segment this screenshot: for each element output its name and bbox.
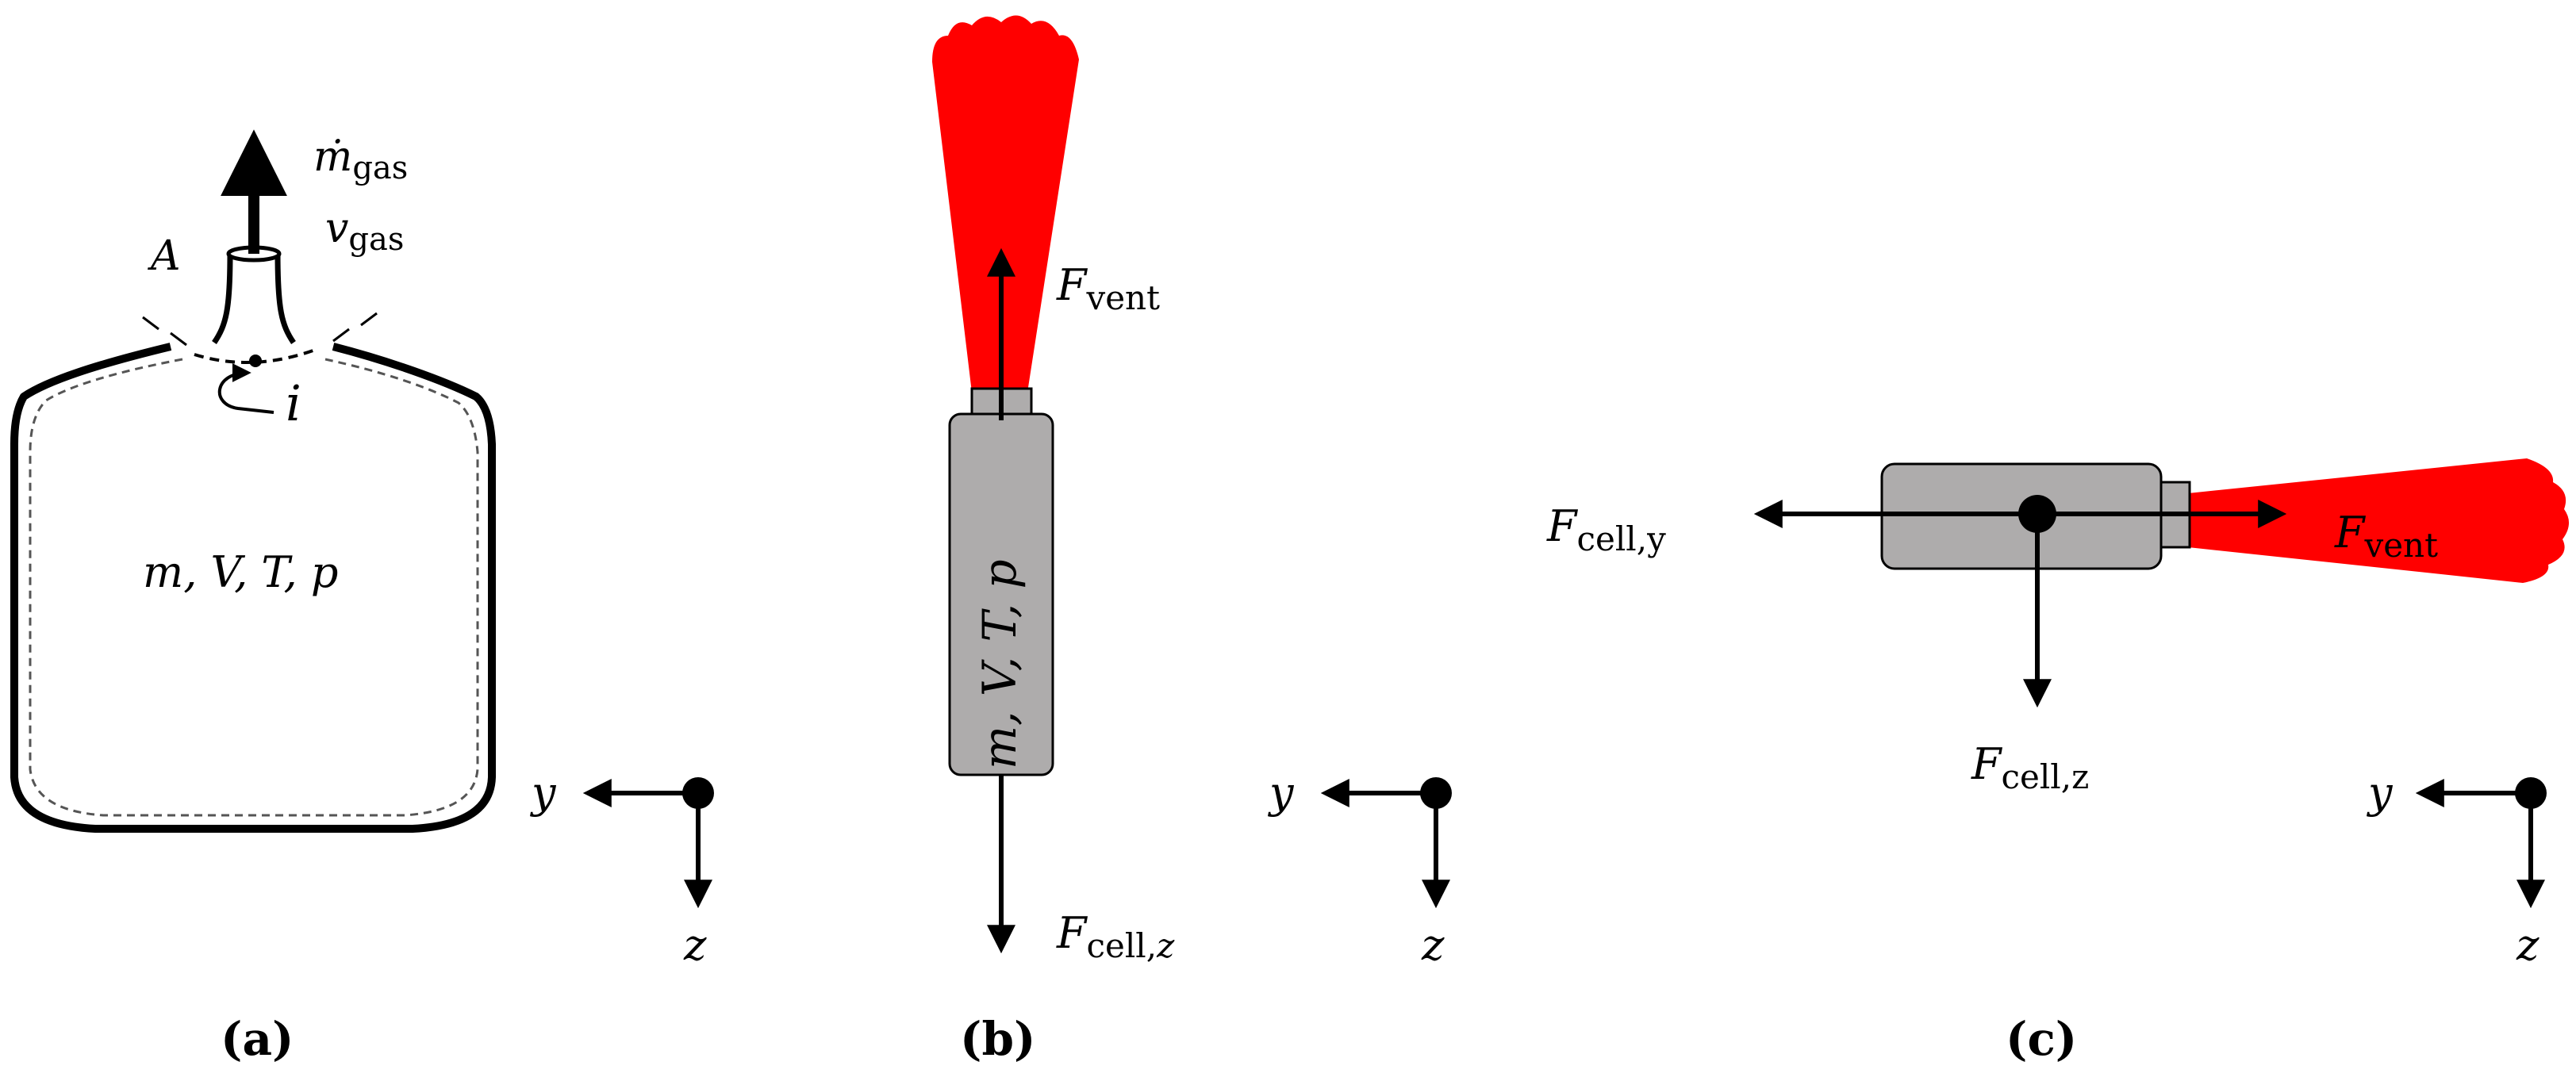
vent-neck-left xyxy=(212,253,233,344)
burst-tick xyxy=(142,316,159,331)
node-point xyxy=(249,355,262,367)
index-arrow xyxy=(217,363,274,414)
cell-state-label: m, V, T, p xyxy=(973,559,1027,769)
cell-force-label: Fcell,z xyxy=(1056,908,1175,965)
y-axis-label: y xyxy=(2367,768,2394,818)
y-axis-label: y xyxy=(1268,768,1295,818)
cell-force-y-label: Fcell,y xyxy=(1546,501,1666,558)
mass-flow-label: ṁgas xyxy=(313,133,408,186)
caption-a: (a) xyxy=(221,1012,294,1066)
burst-tick xyxy=(332,328,350,343)
caption-c: (c) xyxy=(2006,1012,2077,1066)
z-axis-label: z xyxy=(1421,920,1445,970)
caption-b: (b) xyxy=(960,1012,1035,1066)
burst-tick xyxy=(170,332,187,347)
state-label: m, V, T, p xyxy=(143,547,338,597)
velocity-label: vgas xyxy=(325,205,404,258)
cell-force-z-label: Fcell,z xyxy=(1971,739,2089,796)
center-of-mass xyxy=(2018,495,2056,533)
area-label: A xyxy=(148,232,181,280)
vent-jet xyxy=(932,15,1079,393)
vent-neck-right xyxy=(274,253,296,344)
panel-a: ṁgas vgas A i m, V, T, p y z (a) xyxy=(10,129,714,1066)
z-axis-label: z xyxy=(2516,920,2540,970)
panel-b: m, V, T, p Fvent Fcell,z y z (b) xyxy=(932,15,1452,1066)
vent-force-label: Fvent xyxy=(2334,508,2438,565)
vent-jet xyxy=(2188,458,2570,583)
panel-c: Fcell,y Fvent Fcell,z y z (c) xyxy=(1546,458,2570,1066)
y-axis-label: y xyxy=(530,768,557,818)
index-label: i xyxy=(286,374,301,432)
vent-force-label: Fvent xyxy=(1056,260,1160,317)
control-volume xyxy=(29,358,479,817)
burst-tick xyxy=(360,312,378,327)
z-axis-label: z xyxy=(683,920,707,970)
vessel-wall xyxy=(10,343,496,833)
